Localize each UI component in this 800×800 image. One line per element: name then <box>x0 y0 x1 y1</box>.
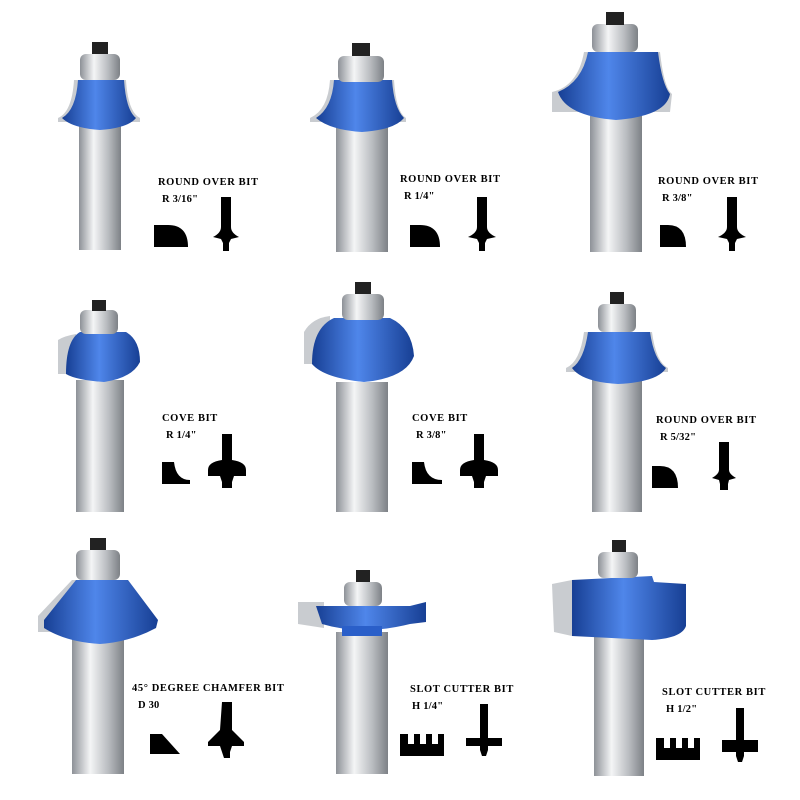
chamfer-bit-photo <box>38 538 158 774</box>
bit-cell-round-over-1-4: ROUND OVER BIT R 1/4" <box>266 0 532 266</box>
roundover-profile-icons <box>154 197 239 251</box>
bit-size: D 30 <box>138 700 160 711</box>
bit-size: R 3/16" <box>162 194 199 205</box>
bit-name: ROUND OVER BIT <box>658 176 759 187</box>
bit-name: COVE BIT <box>162 413 218 424</box>
bit-silhouette-icon <box>213 197 239 251</box>
roundover-profile-icon <box>660 225 686 247</box>
bit-name: SLOT CUTTER BIT <box>410 684 514 695</box>
slot-cutter-bit-photo <box>298 570 426 774</box>
bit-size: R 3/8" <box>662 193 693 204</box>
bit-cell-cove-3-8: COVE BIT R 3/8" <box>266 266 532 532</box>
slot-profile-icons <box>656 708 758 762</box>
bit-size: R 1/4" <box>404 191 435 202</box>
cove-profile-icons <box>412 434 498 488</box>
bit-size: R 1/4" <box>166 430 197 441</box>
cove-profile-icon <box>162 462 190 484</box>
bit-cell-slot-cutter-1-4: SLOT CUTTER BIT H 1/4" <box>266 532 532 798</box>
slot-profile-icon <box>656 738 700 760</box>
bit-cell-round-over-5-32: ROUND OVER BIT R 5/32" <box>532 266 798 532</box>
bit-cell-chamfer: 45° DEGREE CHAMFER BIT D 30 <box>0 532 284 798</box>
bit-silhouette-icon <box>712 442 736 490</box>
bit-silhouette-icon <box>722 708 758 762</box>
bit-silhouette-icon <box>208 702 244 758</box>
roundover-profile-icon <box>652 466 678 488</box>
slot-profile-icon <box>400 734 444 756</box>
bit-cell-cove-1-4: COVE BIT R 1/4" <box>0 266 266 532</box>
bit-name: ROUND OVER BIT <box>158 177 259 188</box>
bit-size: R 3/8" <box>416 430 447 441</box>
roundover-profile-icons <box>652 442 736 490</box>
slot-cutter-bit-photo <box>552 540 686 776</box>
cove-profile-icon <box>412 462 442 484</box>
bit-silhouette-icon <box>466 704 502 756</box>
bit-name: ROUND OVER BIT <box>656 415 757 426</box>
cove-bit-photo <box>58 300 140 512</box>
round-over-bit-photo <box>552 12 672 252</box>
cove-profile-icons <box>162 434 246 488</box>
roundover-profile-icons <box>410 197 496 251</box>
round-over-bit-photo <box>58 42 140 250</box>
round-over-bit-photo <box>310 43 406 252</box>
bit-size: H 1/2" <box>666 704 698 715</box>
cove-bit-photo <box>304 282 414 512</box>
bit-silhouette-icon <box>208 434 246 488</box>
bit-cell-round-over-3-8: ROUND OVER BIT R 3/8" <box>532 0 798 266</box>
roundover-profile-icon <box>154 225 188 247</box>
bit-silhouette-icon <box>468 197 496 251</box>
bit-name: SLOT CUTTER BIT <box>662 687 766 698</box>
round-over-bit-photo <box>566 292 668 512</box>
slot-profile-icons <box>400 704 502 756</box>
bit-name: ROUND OVER BIT <box>400 174 501 185</box>
bit-size: H 1/4" <box>412 701 444 712</box>
chamfer-profile-icons <box>150 702 244 758</box>
bit-cell-slot-cutter-1-2: SLOT CUTTER BIT H 1/2" <box>532 532 798 798</box>
chamfer-profile-icon <box>150 734 180 754</box>
roundover-profile-icons <box>660 197 746 251</box>
bit-silhouette-icon <box>718 197 746 251</box>
bit-size: R 5/32" <box>660 432 697 443</box>
bit-name: 45° DEGREE CHAMFER BIT <box>132 683 285 694</box>
bit-cell-round-over-3-16: ROUND OVER BIT R 3/16" <box>0 0 266 266</box>
roundover-profile-icon <box>410 225 440 247</box>
bit-name: COVE BIT <box>412 413 468 424</box>
bit-silhouette-icon <box>460 434 498 488</box>
